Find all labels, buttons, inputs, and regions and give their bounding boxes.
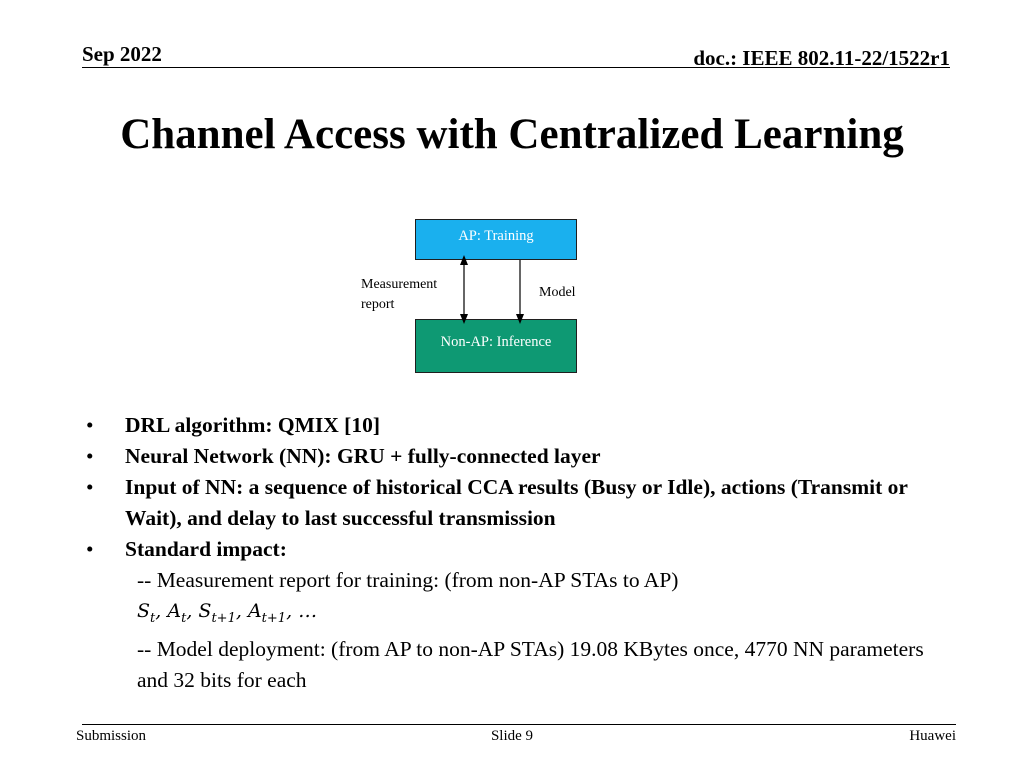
bullet-item: • DRL algorithm: QMIX [10] — [86, 410, 946, 441]
footer-submission: Submission — [76, 728, 147, 744]
impact-measurement-line: -- Measurement report for training: (fro… — [137, 568, 679, 592]
bullet-text: DRL algorithm: QMIX [10] — [125, 413, 380, 437]
bullet-dot: • — [86, 413, 94, 437]
model-label: Model — [539, 285, 576, 300]
bullet-text: Neural Network (NN): GRU + fully-connect… — [125, 444, 601, 468]
header-date: Sep 2022 — [82, 42, 162, 66]
math-s: S — [198, 600, 212, 622]
non-ap-inference-box: Non-AP: Inference — [415, 319, 577, 373]
footer-company: Huawei — [909, 728, 956, 744]
impact-deployment-line: -- Model deployment: (from AP to non-AP … — [137, 636, 924, 692]
math-sub-t1: t+1 — [211, 610, 236, 626]
math-a: A — [167, 600, 182, 622]
math-a: A — [247, 600, 262, 622]
bullet-item: • Input of NN: a sequence of historical … — [86, 472, 946, 534]
bullet-dot: • — [86, 444, 94, 468]
impact-math-line: St, At, St+1, At+1, … — [137, 600, 318, 626]
bullet-list: • DRL algorithm: QMIX [10] • Neural Netw… — [86, 410, 946, 696]
slide-title: Channel Access with Centralized Learning — [120, 111, 904, 158]
math-ellipsis: … — [298, 600, 318, 622]
bullet-text: Standard impact: — [125, 537, 287, 561]
bullet-text: Input of NN: a sequence of historical CC… — [125, 475, 908, 530]
bullet-dot: • — [86, 475, 94, 499]
footer-slide-number: Slide 9 — [490, 728, 534, 744]
measurement-label-line1: Measurement — [361, 277, 438, 292]
bullet-item: • Standard impact: — [86, 534, 946, 565]
header-doc-id: doc.: IEEE 802.11-22/1522r1 — [693, 46, 950, 70]
measurement-report-label: Measurement report — [361, 275, 471, 315]
ap-training-box: AP: Training — [415, 219, 577, 260]
math-sub-t: t — [181, 610, 187, 626]
math-sub-t1: t+1 — [261, 610, 287, 626]
measurement-label-line2: report — [361, 297, 395, 312]
bullet-item: • Neural Network (NN): GRU + fully-conne… — [86, 441, 946, 472]
header-rule — [82, 67, 950, 68]
math-s: S — [137, 600, 151, 622]
footer-rule — [82, 724, 956, 725]
bullet-dot: • — [86, 537, 94, 561]
math-sub-t: t — [150, 610, 156, 626]
